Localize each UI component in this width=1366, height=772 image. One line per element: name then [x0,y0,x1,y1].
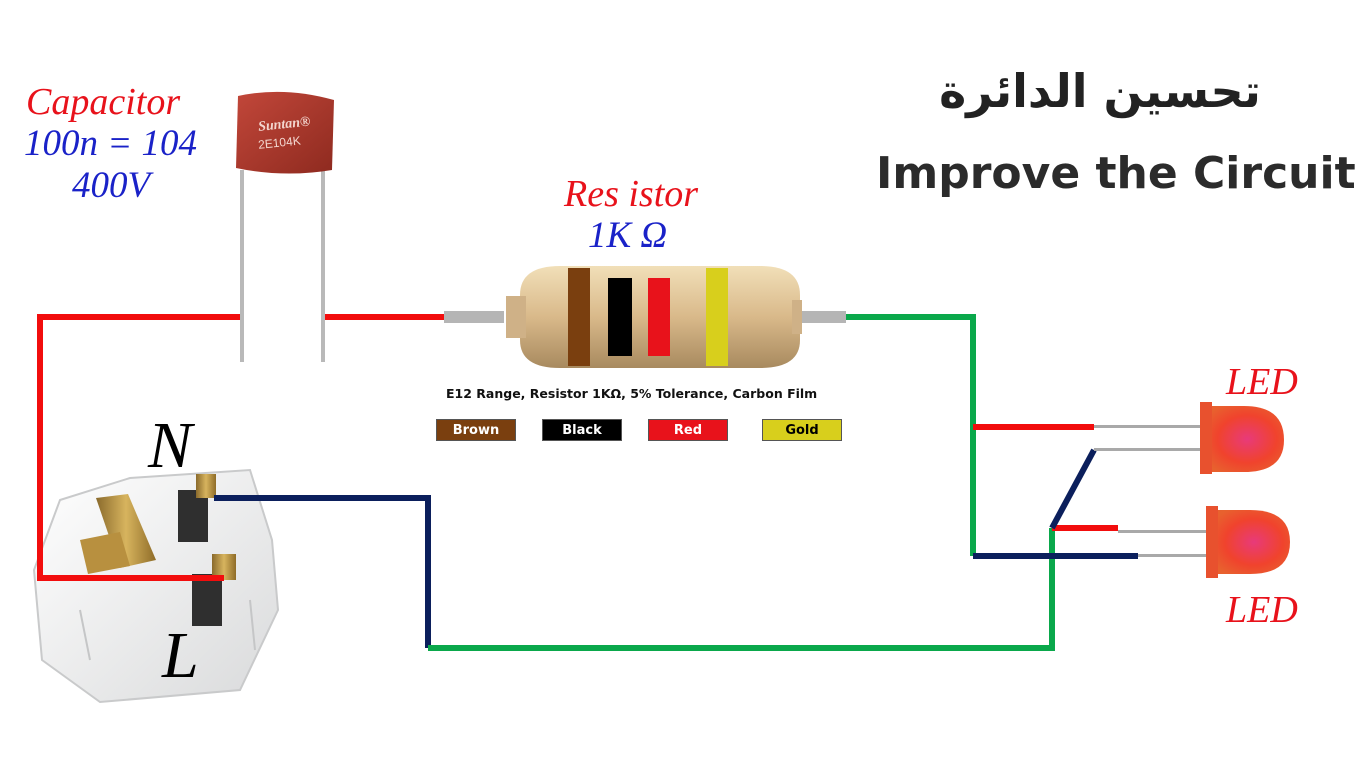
band-swatch-brown: Brown [436,419,516,441]
neutral-wire [214,495,431,648]
resistor-component [444,266,846,368]
capacitor-label: Capacitor [26,81,181,123]
live-wire-to-capacitor [37,314,244,581]
resistor-band-4 [706,268,728,366]
resistor-output-wire [796,314,976,556]
title-arabic: تحسين الدائرة [939,64,1261,118]
band-swatch-red: Red [648,419,728,441]
capacitor-component: Suntan® 2E104K [236,91,334,362]
led-bottom [1118,506,1290,578]
led-top [1094,402,1284,474]
neutral-label: N [148,409,193,482]
resistor-spec: E12 Range, Resistor 1KΩ, 5% Tolerance, C… [446,386,818,401]
led-top-cathode-wire [1049,448,1097,530]
capacitor-marking-brand: Suntan® [257,114,311,134]
capacitor-voltage: 400V [72,165,151,206]
resistor-band-2 [608,278,632,356]
led-bottom-label: LED [1226,589,1298,631]
band-swatch-black: Black [542,419,622,441]
live-pin [192,554,236,626]
title-english: Improve the Circuit [876,148,1356,199]
resistor-band-3 [648,278,670,356]
resistor-band-1 [568,268,590,366]
resistor-label: Res istor [564,173,699,215]
band-swatch-gold: Gold [762,419,842,441]
earth-pin [80,494,156,574]
mains-plug [32,468,280,704]
capacitor-marking-code: 2E104K [257,134,301,152]
wires [37,314,1138,651]
return-wire [428,528,1055,651]
capacitor-value: 100n = 104 [24,123,197,164]
led-top-label: LED [1226,361,1298,403]
live-label: L [162,619,199,692]
resistor-value: 1K Ω [588,215,668,256]
neutral-pin [178,474,216,542]
